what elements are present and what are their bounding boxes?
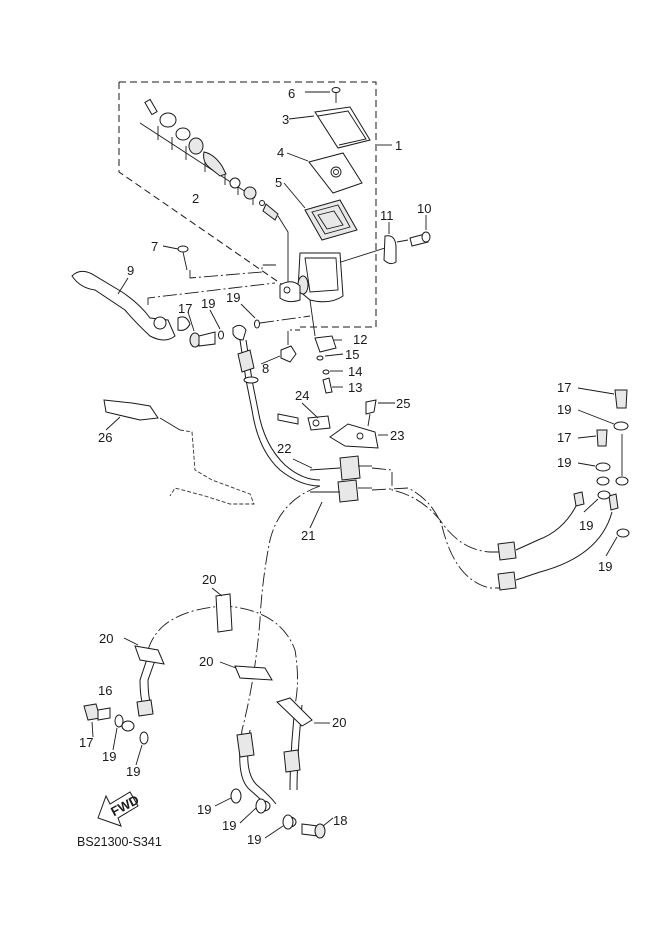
callout-24: 24 — [295, 388, 309, 403]
banjo-assembly-top — [187, 303, 311, 348]
callout-20-b: 20 — [99, 631, 113, 646]
callout-8: 8 — [262, 361, 269, 376]
brake-lever — [71, 270, 276, 341]
callout-15: 15 — [345, 347, 359, 362]
callout-1: 1 — [395, 138, 402, 153]
brake-switch-parts — [260, 299, 344, 394]
reservoir-cap — [288, 106, 371, 149]
diagram-code: BS21300-S341 — [77, 835, 162, 849]
callout-19-g: 19 — [102, 749, 116, 764]
callout-19-c: 19 — [557, 402, 571, 417]
fwd-label: FWD — [108, 792, 141, 819]
callout-17-d: 17 — [79, 735, 93, 750]
piston-kit — [139, 98, 289, 290]
callout-19-i: 19 — [197, 802, 211, 817]
hose-clamps — [123, 587, 330, 727]
assembly-boundary — [118, 81, 377, 328]
diaphragm — [283, 182, 358, 241]
callout-6: 6 — [288, 86, 295, 101]
fwd-arrow: FWD — [97, 791, 141, 827]
callout-19-b: 19 — [226, 290, 240, 305]
diaphragm-plate — [286, 152, 363, 194]
callout-22: 22 — [277, 441, 291, 456]
callout-3: 3 — [282, 112, 289, 127]
callout-25: 25 — [396, 396, 410, 411]
bottom-fittings — [83, 703, 334, 839]
ghost-bracket — [103, 399, 255, 505]
callout-18: 18 — [333, 813, 347, 828]
callout-20-c: 20 — [199, 654, 213, 669]
callout-7: 7 — [151, 239, 158, 254]
callout-11: 11 — [380, 208, 394, 223]
callout-19-h: 19 — [126, 764, 140, 779]
callout-5: 5 — [275, 175, 282, 190]
cap-screw — [305, 87, 341, 103]
callout-19-k: 19 — [247, 832, 261, 847]
callout-19-a: 19 — [201, 296, 215, 311]
master-cylinder-body — [279, 247, 386, 303]
callout-19-d: 19 — [557, 455, 571, 470]
pivot-bolt — [162, 245, 276, 279]
callout-26: 26 — [98, 430, 112, 445]
callout-2: 2 — [192, 191, 199, 206]
callout-19-e: 19 — [579, 518, 593, 533]
callout-19-j: 19 — [222, 818, 236, 833]
callout-13: 13 — [348, 380, 362, 395]
callout-23: 23 — [390, 428, 404, 443]
callout-21: 21 — [301, 528, 315, 543]
callout-17-a: 17 — [178, 301, 192, 316]
callout-12: 12 — [353, 332, 367, 347]
callout-17-b: 17 — [557, 380, 571, 395]
joint-brackets — [277, 399, 395, 449]
callout-16: 16 — [98, 683, 112, 698]
callout-20-a: 20 — [202, 572, 216, 587]
callout-4: 4 — [277, 145, 284, 160]
callout-labels: 1 2 3 4 5 6 7 8 9 10 11 12 13 14 15 16 1… — [79, 86, 612, 847]
brake-hoses — [121, 339, 630, 828]
callout-19-f: 19 — [598, 559, 612, 574]
callout-14: 14 — [348, 364, 362, 379]
callout-20-d: 20 — [332, 715, 346, 730]
callout-9: 9 — [127, 263, 134, 278]
callout-17-c: 17 — [557, 430, 571, 445]
holder-bracket — [383, 215, 431, 265]
callout-10: 10 — [417, 201, 431, 216]
